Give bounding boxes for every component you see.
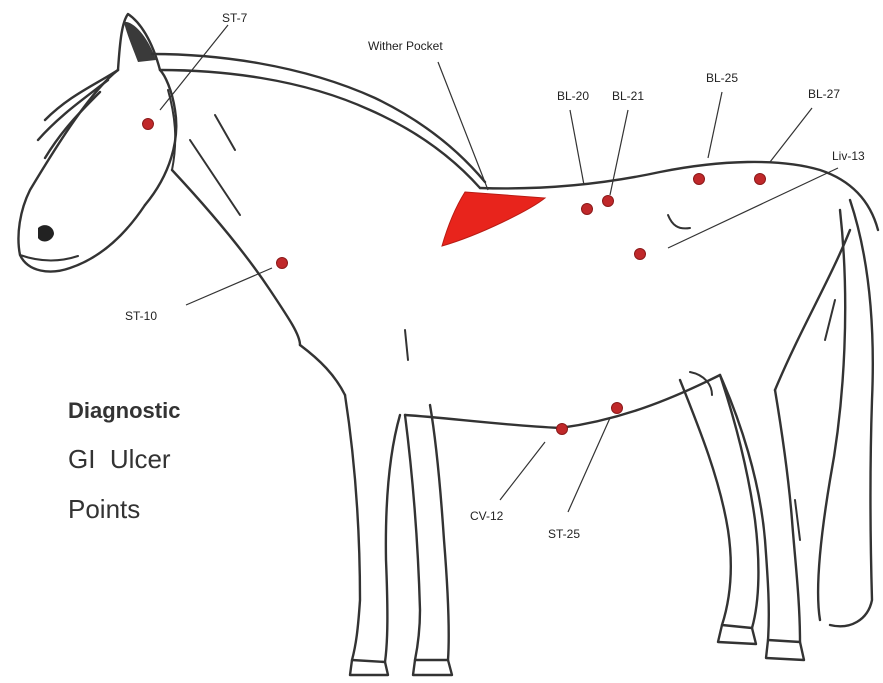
horse-outline (18, 14, 878, 675)
acupoints (143, 119, 766, 435)
diagram-title: Diagnostic GI Ulcer Points (68, 398, 180, 524)
point-bl-25 (694, 174, 705, 185)
title-line-3: Points (68, 494, 140, 524)
label-wither-pocket: Wither Pocket (368, 39, 443, 53)
leader-st-25 (568, 418, 610, 512)
label-bl-20: BL-20 (557, 89, 589, 103)
title-line-2: GI Ulcer (68, 444, 171, 474)
point-st-10 (277, 258, 288, 269)
point-bl-27 (755, 174, 766, 185)
label-st-10: ST-10 (125, 309, 157, 323)
title-line-1: Diagnostic (68, 398, 180, 423)
wither-pocket-region (442, 192, 545, 246)
point-liv-13 (635, 249, 646, 260)
leader-lines (160, 25, 838, 512)
leader-bl-25 (708, 92, 722, 158)
point-st-7 (143, 119, 154, 130)
leader-bl-20 (570, 110, 584, 185)
leader-st-7 (160, 25, 228, 110)
label-liv-13: Liv-13 (832, 149, 865, 163)
label-bl-27: BL-27 (808, 87, 840, 101)
leader-cv-12 (500, 442, 545, 500)
point-labels: Wither Pocket ST-7 ST-10 BL-20 BL-21 BL-… (125, 11, 865, 541)
point-st-25 (612, 403, 623, 414)
point-bl-20 (582, 204, 593, 215)
leader-st-10 (186, 268, 272, 305)
point-bl-21 (603, 196, 614, 207)
label-bl-25: BL-25 (706, 71, 738, 85)
leader-bl-21 (610, 110, 628, 195)
label-st-25: ST-25 (548, 527, 580, 541)
label-st-7: ST-7 (222, 11, 248, 25)
point-cv-12 (557, 424, 568, 435)
label-bl-21: BL-21 (612, 89, 644, 103)
label-cv-12: CV-12 (470, 509, 504, 523)
leader-bl-27 (770, 108, 812, 162)
